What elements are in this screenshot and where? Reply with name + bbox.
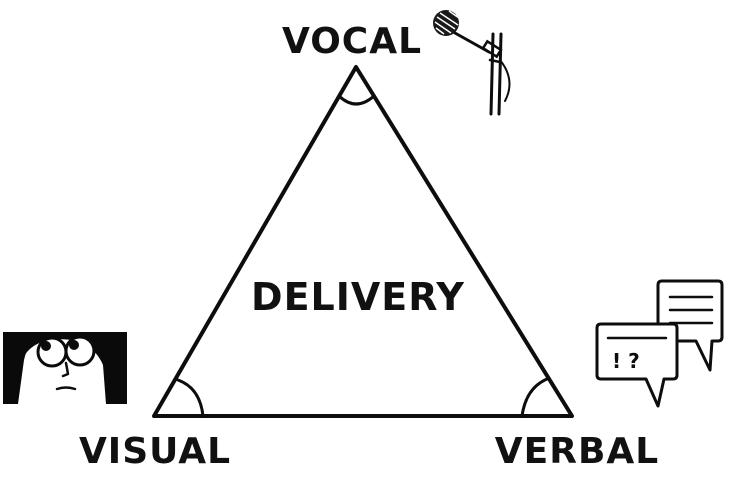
- vertex-label-bottom-left: VISUAL: [79, 431, 231, 472]
- microphone-icon: [433, 10, 511, 116]
- angle-arc-bottom-right: [520, 377, 549, 418]
- angle-arc-top: [337, 94, 376, 106]
- triangle: [152, 65, 574, 418]
- vertex-label-bottom-right: VERBAL: [495, 431, 659, 472]
- face-portrait-icon: [3, 332, 127, 404]
- triangle-outline: [152, 65, 574, 418]
- speech-bubbles-icon: ! ?: [595, 279, 724, 408]
- angle-arc-bottom-left: [176, 378, 205, 418]
- center-label: DELIVERY: [251, 275, 465, 319]
- speech-bubble-text: ! ?: [612, 349, 640, 373]
- vertex-label-top: VOCAL: [282, 21, 422, 62]
